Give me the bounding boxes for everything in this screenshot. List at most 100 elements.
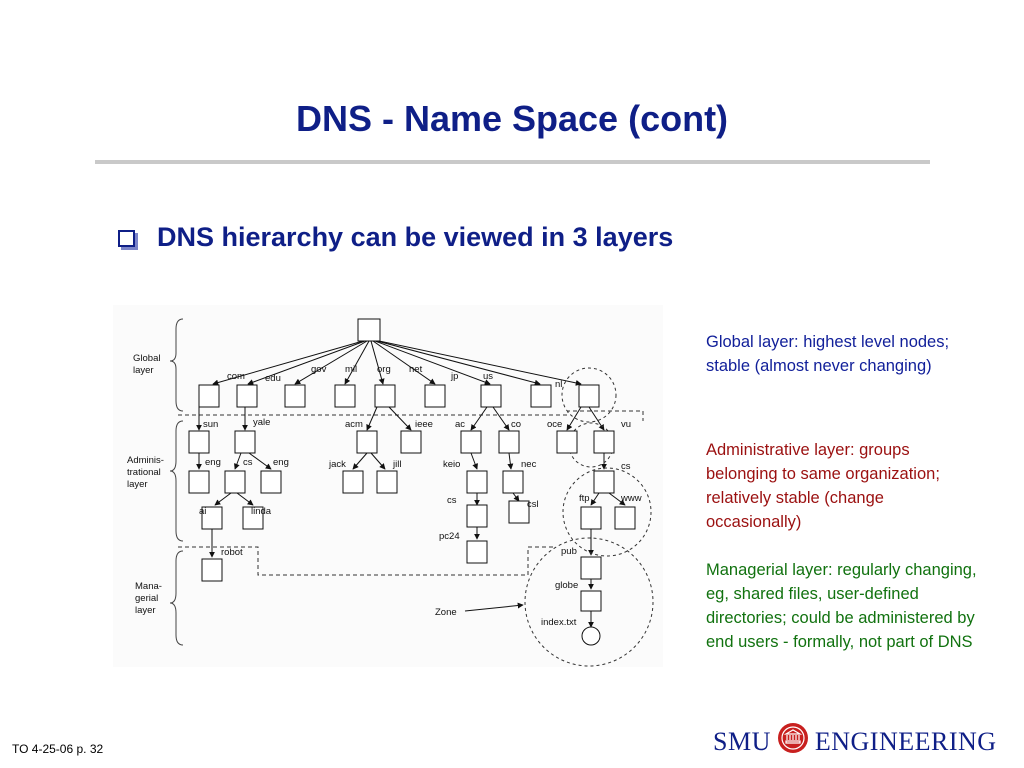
node-cs-3 <box>593 470 615 494</box>
node-www <box>614 506 636 530</box>
node-csl <box>508 500 530 524</box>
node-pub <box>580 556 602 580</box>
node-nec <box>502 470 524 494</box>
node-ai <box>201 506 223 530</box>
label-zone: Zone <box>435 607 457 618</box>
node-jack <box>342 470 364 494</box>
label-eng-2: eng <box>273 457 289 468</box>
label-cs-2: cs <box>447 495 457 506</box>
layer-label-global-1: Global <box>133 353 160 364</box>
node-jp <box>480 384 502 408</box>
node-mil <box>334 384 356 408</box>
label-acm: acm <box>345 419 363 430</box>
label-linda: linda <box>251 506 272 517</box>
label-org: org <box>377 364 391 375</box>
label-cs-1: cs <box>243 457 253 468</box>
label-jack: jack <box>328 459 346 470</box>
label-pc24: pc24 <box>439 531 460 542</box>
layer-boundaries <box>178 410 644 576</box>
label-edu: edu <box>265 373 281 384</box>
label-ftp: ftp <box>579 493 590 504</box>
node-robot <box>201 558 223 582</box>
node-ftp <box>580 506 602 530</box>
label-com: com <box>227 371 245 382</box>
layer-label-managerial-2: gerial <box>135 593 158 604</box>
label-eng-1: eng <box>205 457 221 468</box>
layer-label-managerial-3: layer <box>135 605 156 616</box>
label-nec: nec <box>521 459 537 470</box>
label-ieee: ieee <box>415 419 433 430</box>
label-gov: gov <box>311 364 327 375</box>
node-ieee <box>400 430 422 454</box>
layer-braces <box>169 318 184 646</box>
note-administrative-layer: Administrative layer: groups belonging t… <box>706 441 940 531</box>
node-globe <box>580 590 602 612</box>
label-index-txt: index.txt <box>541 617 577 628</box>
label-co: co <box>511 419 521 430</box>
slide-title: DNS - Name Space (cont) <box>295 98 729 139</box>
note-managerial-layer: Managerial layer: regularly changing, eg… <box>706 561 977 651</box>
bullet-item: DNS hierarchy can be viewed in 3 layers <box>118 222 673 253</box>
layer-label-admin-3: layer <box>127 479 148 490</box>
logo-text-left: SMU <box>713 726 771 756</box>
label-globe: globe <box>555 580 578 591</box>
label-keio: keio <box>443 459 460 470</box>
logo-text-right: ENGINEERING <box>814 726 997 756</box>
node-net <box>424 384 446 408</box>
node-index-file <box>581 626 601 646</box>
note-global-layer: Global layer: highest level nodes; stabl… <box>706 333 950 375</box>
label-sun: sun <box>203 419 218 430</box>
node-com <box>198 384 220 408</box>
label-mil: mil <box>345 364 357 375</box>
layer-label-admin-2: trational <box>127 467 161 478</box>
label-yale: yale <box>253 417 270 428</box>
bullet-text: DNS hierarchy can be viewed in 3 layers <box>157 222 674 252</box>
label-oce: oce <box>547 419 562 430</box>
label-vu: vu <box>621 419 631 430</box>
label-www: www <box>620 493 642 504</box>
node-sun <box>188 430 210 454</box>
node-ac <box>460 430 482 454</box>
label-jill: jill <box>392 459 401 470</box>
node-org <box>374 384 396 408</box>
node-yale <box>234 430 256 454</box>
layer-label-global-2: layer <box>133 365 154 376</box>
label-ai: ai <box>199 506 206 517</box>
layer-label-admin-1: Adminis- <box>127 455 164 466</box>
node-cs-2 <box>466 504 488 528</box>
node-acm <box>356 430 378 454</box>
label-jp: jp <box>450 371 458 382</box>
node-linda <box>242 506 264 530</box>
node-jill <box>376 470 398 494</box>
tree-nodes <box>188 318 636 646</box>
dns-hierarchy-figure: Global layer Adminis- trational layer Ma… <box>113 305 663 667</box>
label-cs-3: cs <box>621 461 631 472</box>
layer-label-managerial-1: Mana- <box>135 581 162 592</box>
smu-engineering-logo: SMU ENGINEERING <box>713 722 997 761</box>
label-robot: robot <box>221 547 243 558</box>
node-eng-2 <box>260 470 282 494</box>
node-oce <box>556 430 578 454</box>
node-eng-1 <box>188 470 210 494</box>
node-nl <box>578 384 600 408</box>
node-co <box>498 430 520 454</box>
label-us: us <box>483 371 493 382</box>
node-cs-1 <box>224 470 246 494</box>
label-net: net <box>409 364 423 375</box>
root-node <box>357 318 381 342</box>
label-csl: csl <box>527 499 539 510</box>
node-us <box>530 384 552 408</box>
node-gov <box>284 384 306 408</box>
label-pub: pub <box>561 546 577 557</box>
title-divider <box>95 160 930 164</box>
zone-pointer <box>464 602 524 612</box>
label-ac: ac <box>455 419 465 430</box>
label-nl: nl <box>555 379 562 390</box>
node-pc24 <box>466 540 488 564</box>
tree-edges <box>196 340 626 628</box>
slide-footer: TO 4-25-06 p. 32 <box>12 742 104 756</box>
square-bullet-icon <box>118 230 135 247</box>
node-edu <box>236 384 258 408</box>
node-keio <box>466 470 488 494</box>
smu-seal-icon <box>777 722 809 761</box>
